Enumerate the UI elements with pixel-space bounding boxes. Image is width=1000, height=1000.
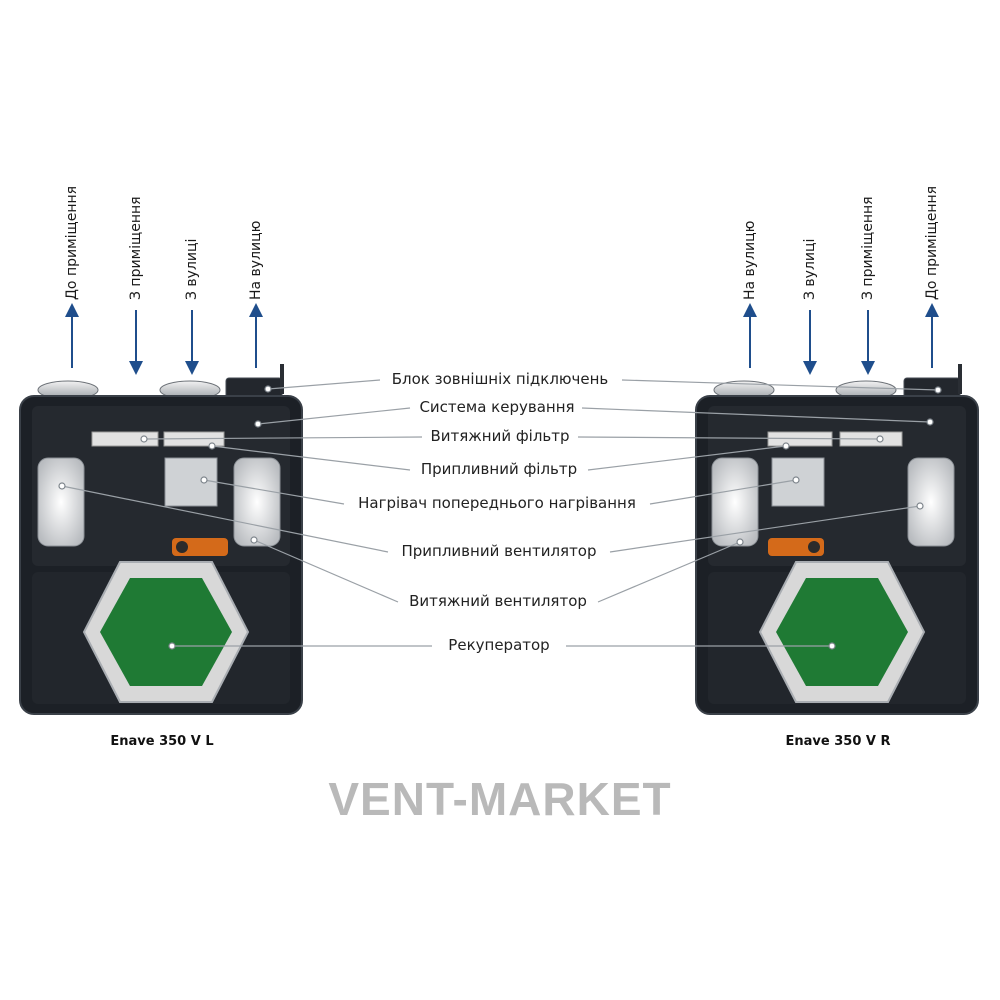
watermark: VENT-MARKET (328, 773, 672, 825)
callout-dot-0-right (934, 386, 942, 394)
callout-dots (58, 385, 942, 650)
bypass-motor-right (768, 538, 824, 556)
callout-line-1-left (257, 407, 411, 425)
callout-dot-7-right (828, 642, 836, 650)
callout-recuperator: Рекуператор (448, 636, 550, 654)
callout-external-connections: Блок зовнішніх підключень (391, 370, 609, 388)
callout-preheater: Нагрівач попереднього нагрівання (358, 494, 636, 512)
recuperator-core-left (100, 578, 232, 686)
callout-dot-1-right (926, 418, 934, 426)
exhaust-fan-left (233, 457, 281, 547)
callout-dot-6-right (736, 538, 744, 546)
callout-exhaust-fan: Витяжний вентилятор (409, 592, 587, 610)
callout-dot-6-left (250, 536, 258, 544)
model-label-right: Enave 350 V R (785, 734, 891, 749)
flow-label-right-from-street: З вулиці (802, 238, 818, 300)
unit-right (695, 303, 979, 715)
callout-line-2-left (143, 436, 423, 440)
bypass-motor-hub-right (808, 541, 820, 553)
flow-label-right-from-room: З приміщення (860, 196, 876, 300)
callout-line-5-right (609, 505, 921, 553)
antenna-right (958, 364, 962, 394)
flow-label-left-from-street: З вулиці (184, 238, 200, 300)
callout-line-0-left (267, 379, 381, 390)
callout-line-0-right (621, 379, 939, 391)
callout-dot-7-left (168, 642, 176, 650)
flow-label-left-to-street: На вулицю (248, 220, 264, 300)
callout-dot-2-right (876, 435, 884, 443)
model-label-left: Enave 350 V L (110, 734, 214, 749)
bypass-motor-hub-left (176, 541, 188, 553)
callout-line-4-left (203, 479, 345, 505)
flow-label-right-to-room: До приміщення (924, 185, 940, 300)
callout-line-4-right (649, 479, 797, 505)
bypass-motor-left (172, 538, 228, 556)
callout-line-6-left (253, 539, 399, 603)
callout-line-1-right (581, 407, 931, 423)
callout-lines (61, 379, 939, 647)
callout-line-2-right (577, 436, 881, 440)
flow-label-left-from-room: З приміщення (128, 196, 144, 300)
callout-line-5-left (61, 485, 389, 553)
callout-line-3-right (587, 445, 787, 471)
callout-dot-4-right (792, 476, 800, 484)
callout-supply-filter: Припливний фільтр (420, 460, 578, 478)
callout-exhaust-filter: Витяжний фільтр (430, 427, 570, 445)
exhaust-fan-right (711, 457, 759, 547)
callout-dot-5-left (58, 482, 66, 490)
flow-label-right-to-street: На вулицю (742, 220, 758, 300)
callout-dot-4-left (200, 476, 208, 484)
supply-fan-right (907, 457, 955, 547)
callout-dot-1-left (254, 420, 262, 428)
callout-control-system: Система керування (419, 398, 575, 416)
recuperator-core-right (776, 578, 908, 686)
callout-dot-2-left (140, 435, 148, 443)
flow-label-left-to-room: До приміщення (64, 185, 80, 300)
callout-dot-0-left (264, 385, 272, 393)
antenna-left (280, 364, 284, 394)
supply-fan-left (37, 457, 85, 547)
callout-supply-fan: Припливний вентилятор (401, 542, 597, 560)
callout-dot-3-right (782, 442, 790, 450)
callout-line-6-right (597, 541, 741, 603)
unit-left (19, 303, 303, 715)
callout-dot-5-right (916, 502, 924, 510)
callout-dot-3-left (208, 442, 216, 450)
callout-line-3-left (211, 445, 411, 471)
preheater-left (164, 457, 218, 507)
